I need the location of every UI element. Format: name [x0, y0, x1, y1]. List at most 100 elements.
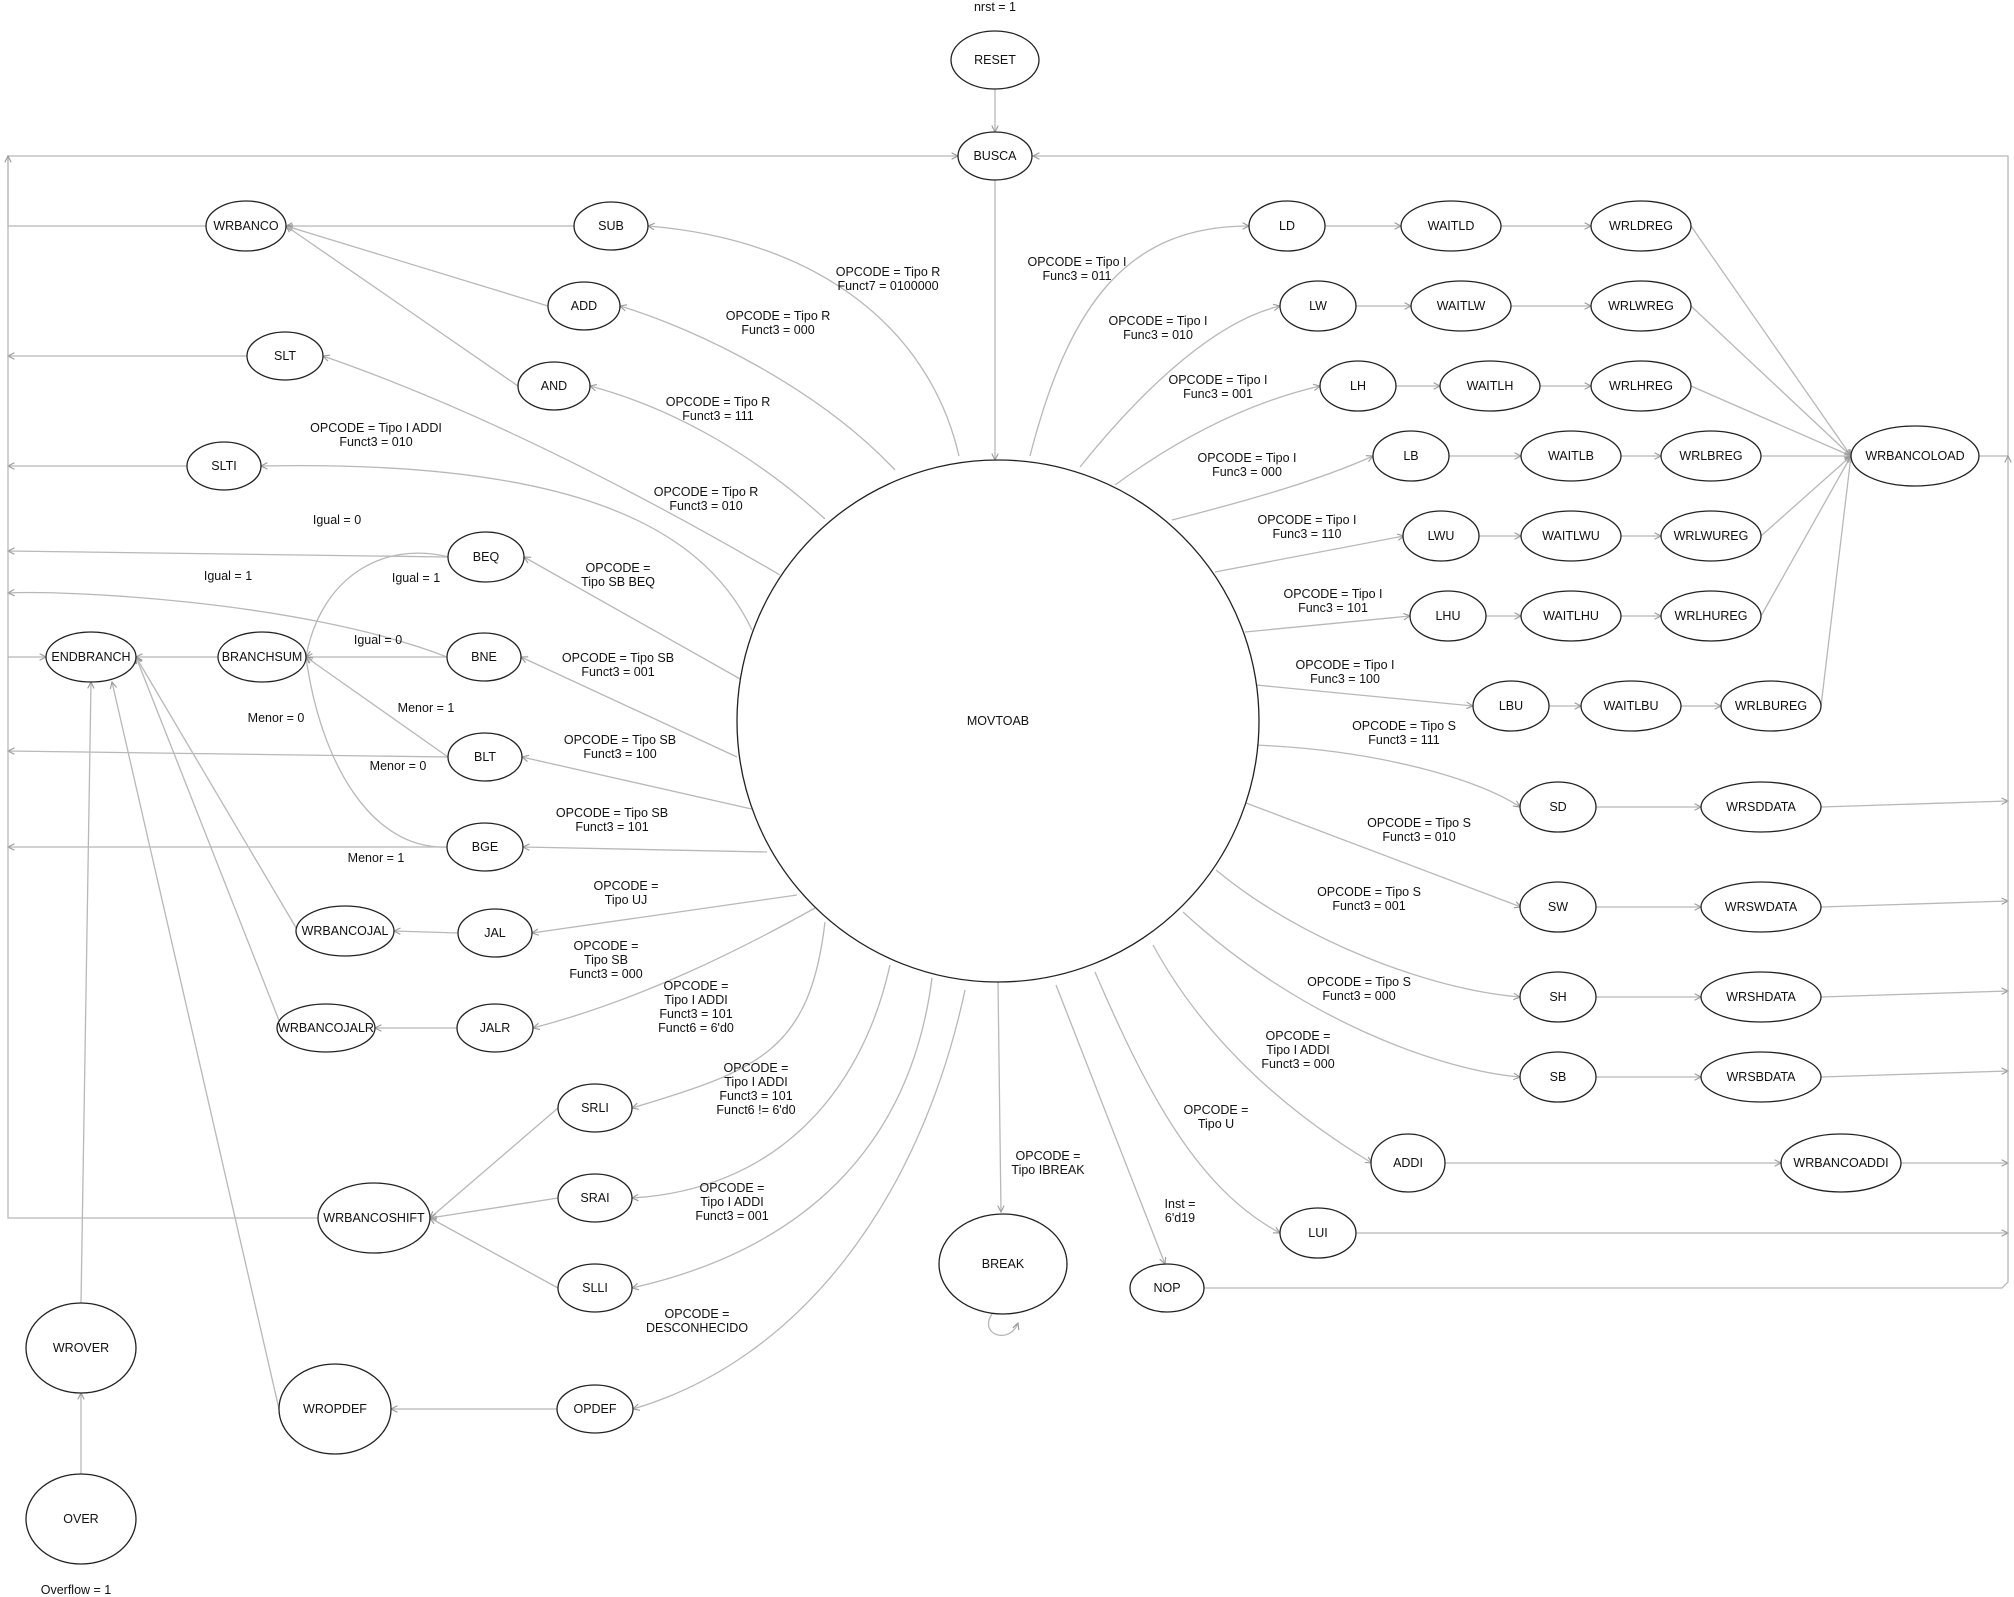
state-wrbanco-label: WRBANCO — [213, 219, 279, 233]
transition-label-bge-m1: Menor = 1 — [348, 851, 405, 865]
state-and[interactable]: AND — [517, 361, 591, 411]
state-reset-shape — [950, 30, 1040, 90]
state-wrldreg[interactable]: WRLDREG — [1590, 200, 1692, 252]
state-waitlwu[interactable]: WAITLWU — [1520, 510, 1622, 562]
state-wrlwreg[interactable]: WRLWREG — [1590, 280, 1692, 332]
state-endbranch[interactable]: ENDBRANCH — [45, 631, 137, 683]
state-wrbancoload-label: WRBANCOLOAD — [1865, 449, 1964, 463]
state-waitlhu[interactable]: WAITLHU — [1520, 590, 1622, 642]
state-sd-shape — [1519, 781, 1597, 833]
state-wrover-shape — [25, 1302, 137, 1394]
state-wrshdata[interactable]: WRSHDATA — [1700, 971, 1822, 1023]
state-waitld-shape — [1400, 200, 1502, 252]
state-opdef[interactable]: OPDEF — [556, 1384, 634, 1434]
state-wrlbreg[interactable]: WRLBREG — [1660, 430, 1762, 482]
state-lui[interactable]: LUI — [1279, 1207, 1357, 1259]
state-ld[interactable]: LD — [1248, 200, 1326, 252]
state-break[interactable]: BREAK — [938, 1213, 1068, 1315]
state-slli[interactable]: SLLI — [557, 1263, 633, 1313]
state-sd[interactable]: SD — [1519, 781, 1597, 833]
state-srai-shape — [557, 1173, 633, 1223]
state-nop[interactable]: NOP — [1129, 1263, 1205, 1313]
state-movtoab-shape — [736, 459, 1260, 983]
state-nop-shape — [1129, 1263, 1205, 1313]
transition-label-nrst: nrst = 1 — [974, 0, 1016, 14]
state-srli[interactable]: SRLI — [557, 1083, 633, 1133]
state-waitlhu-shape — [1520, 590, 1622, 642]
state-jal-label: JAL — [484, 926, 506, 940]
transition-edge-12 — [532, 894, 798, 933]
transition-edge-11 — [523, 847, 768, 853]
transition-edge-88 — [1033, 156, 2009, 457]
state-wrlwureg[interactable]: WRLWUREG — [1660, 510, 1762, 562]
state-lbu[interactable]: LBU — [1472, 680, 1550, 732]
state-lw[interactable]: LW — [1279, 280, 1357, 332]
transition-edge-69 — [430, 1107, 559, 1218]
state-slti[interactable]: SLTI — [186, 441, 262, 491]
state-sh[interactable]: SH — [1519, 971, 1597, 1023]
state-sd-label: SD — [1549, 800, 1566, 814]
state-lwu[interactable]: LWU — [1402, 510, 1480, 562]
state-sb[interactable]: SB — [1519, 1051, 1597, 1103]
state-wrlhreg[interactable]: WRLHREG — [1590, 360, 1692, 412]
state-wrbancojalr-shape — [276, 1003, 376, 1053]
state-waitlb[interactable]: WAITLB — [1520, 430, 1622, 482]
state-add[interactable]: ADD — [547, 281, 621, 331]
state-wrsddata[interactable]: WRSDDATA — [1700, 781, 1822, 833]
transition-edge-27 — [1244, 616, 1410, 633]
state-lhu[interactable]: LHU — [1409, 590, 1487, 642]
state-sw[interactable]: SW — [1519, 881, 1597, 933]
state-wrbancoshift-shape — [317, 1182, 431, 1254]
state-waitlbu[interactable]: WAITLBU — [1580, 680, 1682, 732]
transition-edge-54 — [1690, 385, 1851, 456]
state-jalr[interactable]: JALR — [456, 1003, 534, 1053]
state-bge[interactable]: BGE — [446, 822, 524, 872]
state-lh[interactable]: LH — [1319, 360, 1397, 412]
state-bne[interactable]: BNE — [446, 632, 522, 682]
state-wrbancojalr[interactable]: WRBANCOJALR — [276, 1003, 376, 1053]
state-over-shape — [25, 1473, 137, 1565]
transition-label-blt-m1: Menor = 1 — [398, 701, 455, 715]
state-wrbancoload[interactable]: WRBANCOLOAD — [1850, 425, 1980, 487]
transition-edge-15 — [632, 964, 891, 1198]
state-sub[interactable]: SUB — [573, 201, 649, 251]
state-wrbancojal[interactable]: WRBANCOJAL — [295, 905, 395, 957]
state-wrbancoaddi[interactable]: WRBANCOADDI — [1780, 1133, 1902, 1193]
state-reset[interactable]: RESET — [950, 30, 1040, 90]
transition-edge-16 — [632, 977, 933, 1288]
state-waitlh[interactable]: WAITLH — [1439, 360, 1541, 412]
state-jal[interactable]: JAL — [457, 908, 533, 958]
state-beq[interactable]: BEQ — [447, 531, 525, 583]
state-blt[interactable]: BLT — [447, 732, 523, 782]
transition-edge-61 — [286, 226, 519, 387]
state-movtoab[interactable]: MOVTOAB — [736, 459, 1260, 983]
state-branchsum-label: BRANCHSUM — [222, 650, 303, 664]
state-addi[interactable]: ADDI — [1370, 1133, 1446, 1193]
state-wrbancoshift[interactable]: WRBANCOSHIFT — [317, 1182, 431, 1254]
state-waitlb-label: WAITLB — [1548, 449, 1594, 463]
state-waitlh-label: WAITLH — [1467, 379, 1514, 393]
state-branchsum[interactable]: BRANCHSUM — [217, 631, 307, 683]
state-wrlhureg[interactable]: WRLHUREG — [1660, 590, 1762, 642]
state-wropdef[interactable]: WROPDEF — [278, 1363, 392, 1455]
state-add-shape — [547, 281, 621, 331]
state-lb-label: LB — [1403, 449, 1418, 463]
state-over[interactable]: OVER — [25, 1473, 137, 1565]
state-srai[interactable]: SRAI — [557, 1173, 633, 1223]
state-waitlw-label: WAITLW — [1437, 299, 1486, 313]
state-waitlw[interactable]: WAITLW — [1410, 280, 1512, 332]
state-wrsddata-shape — [1700, 781, 1822, 833]
state-wrswdata[interactable]: WRSWDATA — [1700, 881, 1822, 933]
state-wrsbdata[interactable]: WRSBDATA — [1700, 1051, 1822, 1103]
state-wrlbureg[interactable]: WRLBUREG — [1720, 680, 1822, 732]
state-wrover[interactable]: WROVER — [25, 1302, 137, 1394]
state-wrbanco[interactable]: WRBANCO — [205, 200, 287, 252]
state-waitlbu-shape — [1580, 680, 1682, 732]
state-wrldreg-label: WRLDREG — [1609, 219, 1673, 233]
state-waitld[interactable]: WAITLD — [1400, 200, 1502, 252]
state-lb[interactable]: LB — [1372, 430, 1450, 482]
state-busca[interactable]: BUSCA — [957, 131, 1033, 181]
state-slt[interactable]: SLT — [246, 331, 324, 381]
transition-edge-7 — [261, 466, 753, 631]
